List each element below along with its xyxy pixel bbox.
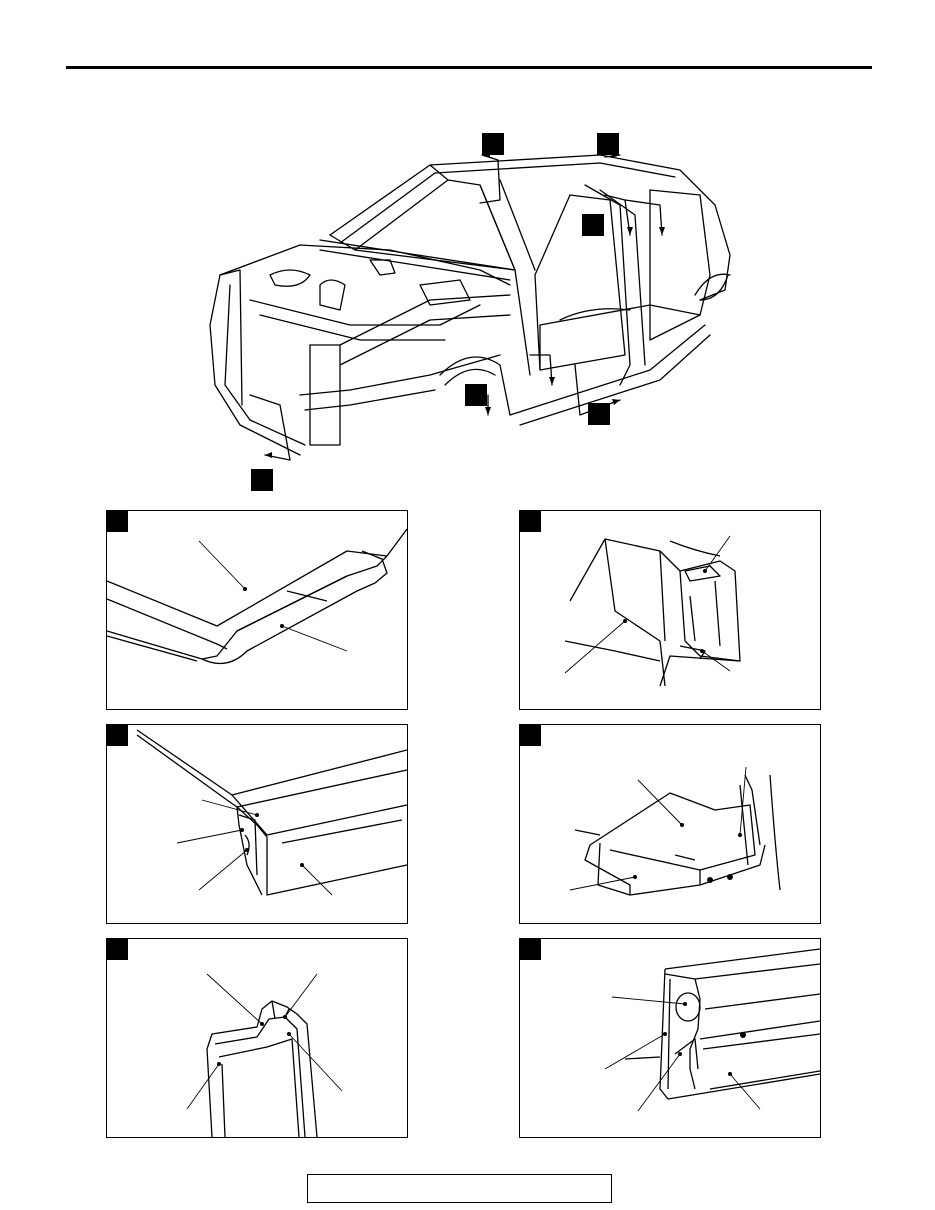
header-rule <box>66 66 872 69</box>
detail-panel-1 <box>106 510 408 710</box>
detail-panel-5 <box>106 938 408 1138</box>
panel-marker-3 <box>107 725 128 746</box>
roof-rail-section-drawing <box>107 528 407 665</box>
overview-marker-2 <box>597 133 619 155</box>
side-sill-section-drawing <box>136 729 407 896</box>
detail-panel-6 <box>519 938 821 1138</box>
pillar-sill-joint-drawing <box>604 948 820 1112</box>
panel-marker-1 <box>107 511 128 532</box>
pillar-cross-section-drawing <box>186 973 343 1137</box>
detail-panel-3 <box>106 724 408 924</box>
rear-floor-section-drawing <box>569 766 781 896</box>
vehicle-body-overview <box>209 152 731 461</box>
panel-marker-4 <box>520 725 541 746</box>
detail-panel-2 <box>519 510 821 710</box>
panel-marker-6 <box>520 939 541 960</box>
detail-panel-4 <box>519 724 821 924</box>
overview-marker-4 <box>465 384 487 406</box>
overview-marker-6 <box>251 469 273 491</box>
pillar-lower-section-drawing <box>564 535 741 687</box>
overview-marker-5 <box>588 403 610 425</box>
footer-box <box>307 1174 612 1203</box>
overview-marker-1 <box>482 133 504 155</box>
panel-marker-5 <box>107 939 128 960</box>
overview-marker-3 <box>582 214 604 236</box>
panel-marker-2 <box>520 511 541 532</box>
